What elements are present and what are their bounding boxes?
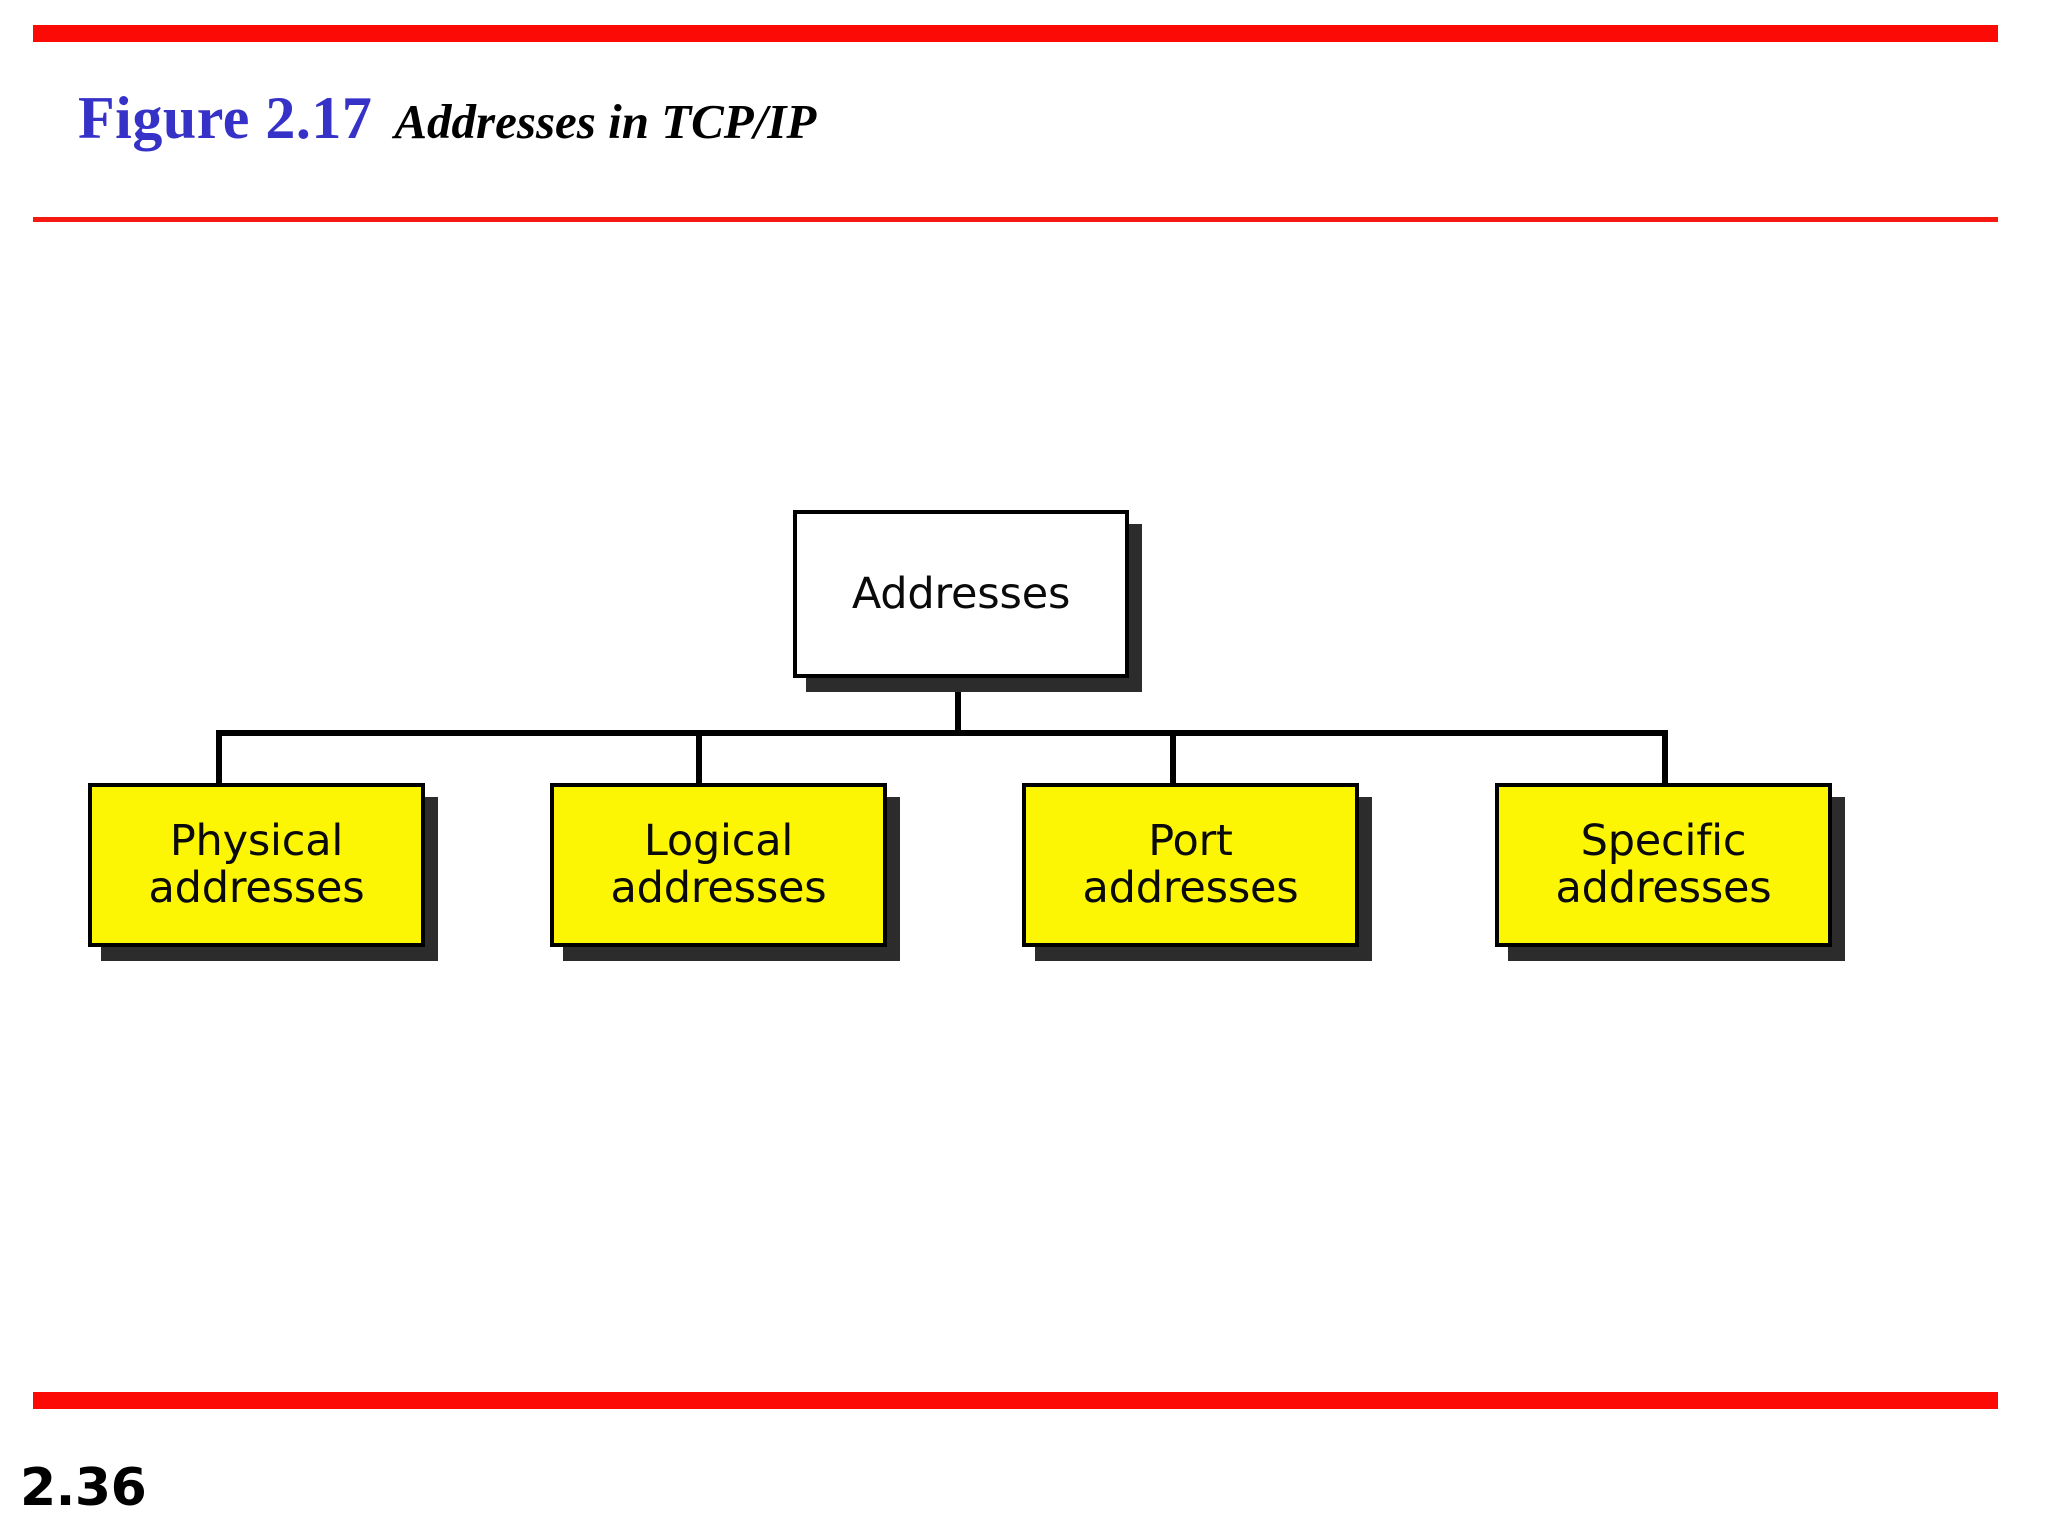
node-addresses[interactable]: Addresses [793, 510, 1129, 678]
heading-underline-rule [33, 217, 1998, 222]
connector-drop-logical [696, 730, 702, 786]
connector-drop-physical [216, 730, 222, 786]
figure-title: Addresses in TCP/IP [394, 94, 817, 149]
node-specific-addresses-label: Specific addresses [1555, 815, 1772, 913]
slide-heading: Figure 2.17 Addresses in TCP/IP [78, 88, 816, 148]
node-specific-addresses[interactable]: Specific addresses [1495, 783, 1832, 947]
node-logical-addresses[interactable]: Logical addresses [550, 783, 887, 947]
top-red-rule [33, 25, 1998, 42]
connector-drop-port [1170, 730, 1176, 786]
node-port-addresses[interactable]: Port addresses [1022, 783, 1359, 947]
node-addresses-label: Addresses [851, 569, 1071, 619]
node-port-addresses-label: Port addresses [1082, 815, 1299, 913]
connector-drop-specific [1662, 730, 1668, 786]
node-physical-addresses-label: Physical addresses [148, 815, 365, 913]
connector-horizontal-bus [216, 730, 1668, 736]
page-number: 2.36 [20, 1458, 147, 1518]
figure-label: Figure 2.17 [78, 85, 373, 151]
connector-root-stem [955, 674, 961, 736]
node-logical-addresses-label: Logical addresses [610, 815, 827, 913]
bottom-red-rule [33, 1392, 1998, 1409]
node-physical-addresses[interactable]: Physical addresses [88, 783, 425, 947]
